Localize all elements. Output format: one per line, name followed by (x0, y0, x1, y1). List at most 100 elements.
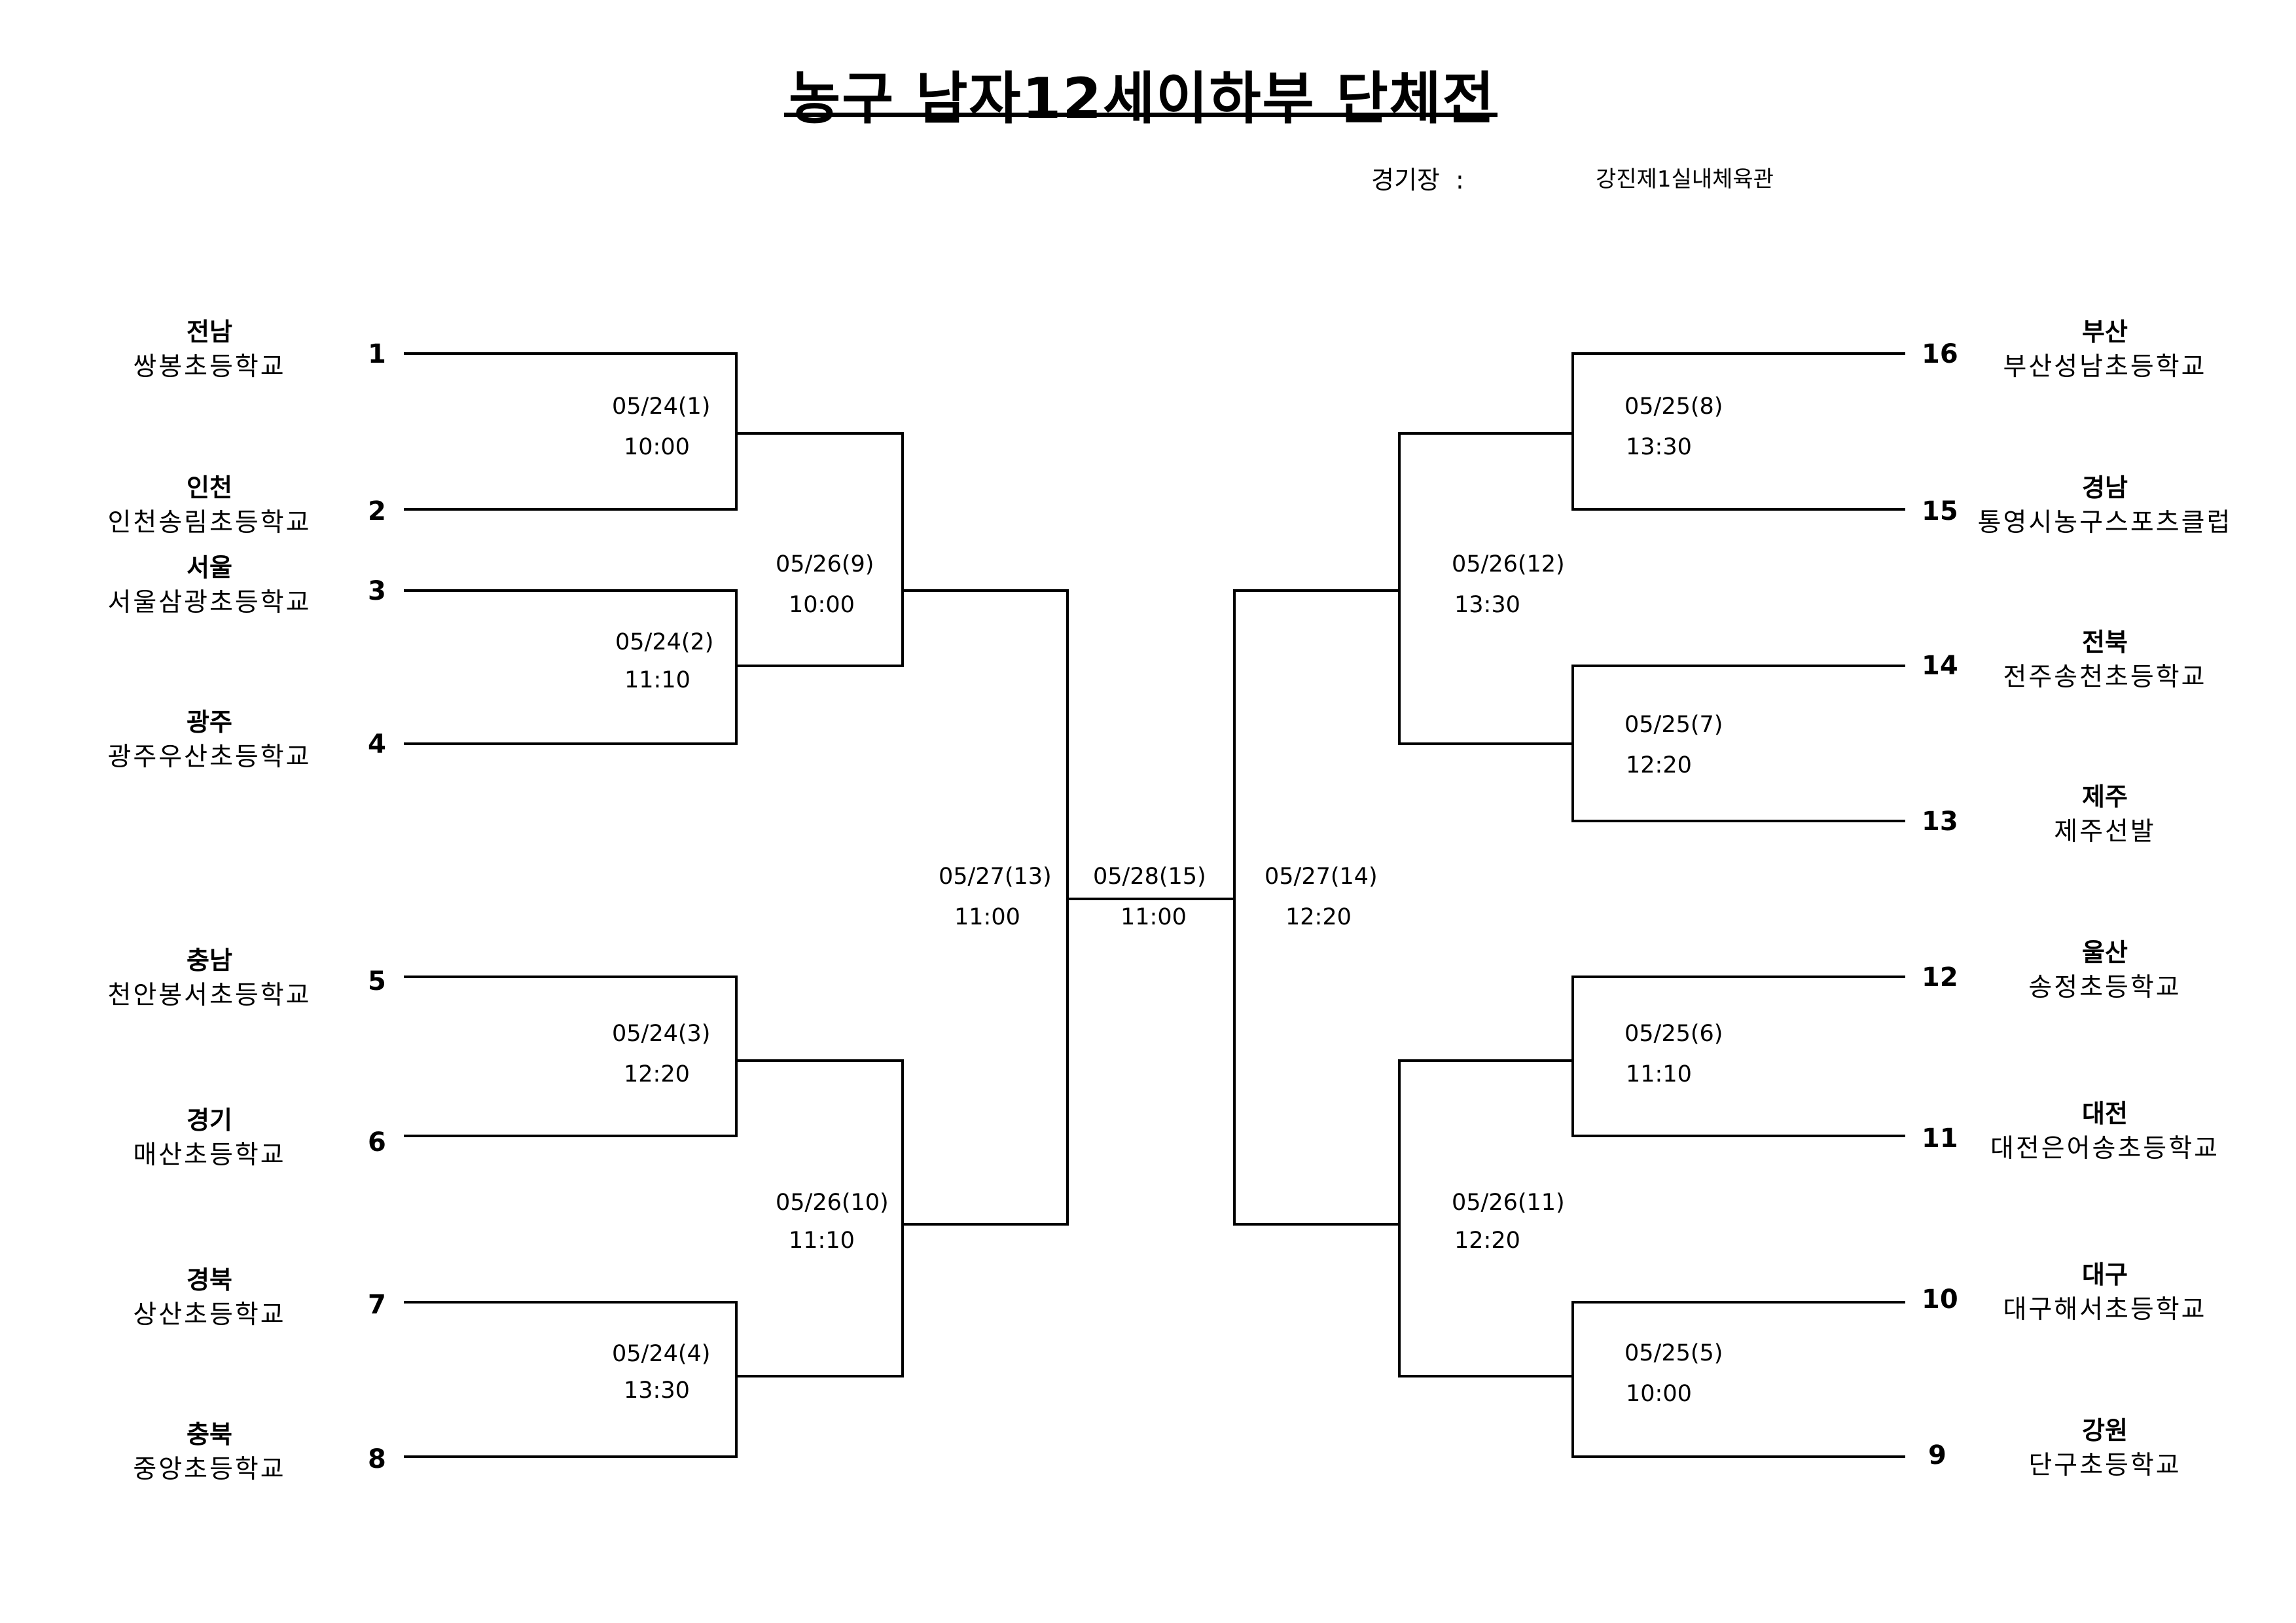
match-date: 05/26(10) (776, 1190, 889, 1216)
team-region: 충북 (187, 1420, 232, 1449)
seed-number: 3 (368, 576, 386, 606)
match-time: 12:20 (1626, 752, 1692, 778)
team-region: 인천 (187, 473, 232, 502)
team-entry: 서울 서울삼광초등학교 (59, 551, 360, 622)
team-school: 광주우산초등학교 (107, 742, 312, 772)
team-entry: 광주 광주우산초등학교 (59, 706, 360, 776)
bracket-line-m8 (1398, 352, 1905, 511)
team-region: 경남 (2082, 473, 2128, 502)
match-date: 05/24(4) (612, 1341, 711, 1367)
match-time: 13:30 (1626, 434, 1692, 460)
seed-number: 6 (368, 1127, 386, 1158)
match-date: 05/24(1) (612, 393, 711, 420)
team-region: 제주 (2082, 782, 2128, 811)
team-school: 상산초등학교 (133, 1300, 286, 1330)
team-school: 대구해서초등학교 (2003, 1295, 2207, 1324)
match-label-1: 05/24(1) 10:00 (612, 386, 710, 467)
match-time: 11:10 (624, 667, 691, 693)
seed-number: 13 (1922, 807, 1958, 837)
match-label-7: 05/25(7) 12:20 (1624, 704, 1723, 786)
team-region: 울산 (2082, 938, 2128, 967)
team-school: 천안봉서초등학교 (107, 981, 312, 1010)
seed-number: 12 (1922, 962, 1958, 993)
match-date: 05/27(14) (1265, 864, 1378, 890)
team-entry: 전북 전주송천초등학교 (1954, 626, 2255, 697)
match-time: 11:10 (1626, 1061, 1692, 1087)
match-label-10: 05/26(10) 11:10 (776, 1184, 889, 1260)
team-school: 쌍봉초등학교 (133, 352, 286, 382)
match-time: 13:30 (1454, 592, 1520, 618)
match-date: 05/26(9) (776, 551, 874, 577)
team-region: 서울 (187, 553, 232, 582)
team-school: 제주선발 (2054, 817, 2156, 847)
team-entry: 강원 단구초등학교 (1954, 1414, 2255, 1485)
team-region: 부산 (2082, 318, 2128, 346)
team-region: 대전 (2082, 1099, 2128, 1128)
match-date: 05/26(12) (1452, 551, 1565, 577)
team-entry: 대구 대구해서초등학교 (1954, 1258, 2255, 1329)
team-region: 강원 (2082, 1416, 2128, 1445)
match-date: 05/25(6) (1624, 1021, 1723, 1047)
match-date: 05/28(15) (1093, 864, 1206, 890)
match-time: 11:00 (1121, 904, 1187, 930)
match-label-6: 05/25(6) 11:10 (1624, 1013, 1723, 1095)
seed-number: 2 (368, 496, 386, 526)
match-label-2: 05/24(2) 11:10 (615, 623, 713, 699)
team-region: 대구 (2082, 1260, 2128, 1289)
match-label-5: 05/25(5) 10:00 (1624, 1333, 1723, 1414)
match-time: 10:00 (789, 592, 855, 618)
bracket-line-m10 (901, 1059, 1069, 1377)
bracket-line-m6 (1398, 976, 1905, 1137)
seed-number: 1 (368, 339, 386, 369)
team-entry: 부산 부산성남초등학교 (1954, 316, 2255, 386)
match-time: 13:30 (624, 1377, 690, 1404)
team-school: 부산성남초등학교 (2003, 352, 2207, 382)
seed-number: 15 (1922, 496, 1958, 526)
team-region: 충남 (187, 946, 232, 975)
seed-number: 4 (368, 729, 386, 759)
match-date: 05/26(11) (1452, 1190, 1565, 1216)
seed-number: 8 (368, 1444, 386, 1474)
match-date: 05/24(3) (612, 1021, 711, 1047)
team-school: 서울삼광초등학교 (107, 588, 312, 617)
match-time: 12:20 (1454, 1228, 1520, 1254)
seed-number: 5 (368, 966, 386, 996)
venue-value: 강진제1실내체육관 (1596, 166, 1774, 192)
match-time: 12:20 (624, 1061, 690, 1087)
seed-number: 10 (1922, 1285, 1958, 1315)
match-label-13: 05/27(13) 11:00 (939, 856, 1052, 938)
match-date: 05/27(13) (939, 864, 1052, 890)
match-time: 12:20 (1285, 904, 1352, 930)
team-school: 대전은어송초등학교 (1990, 1134, 2219, 1163)
match-date: 05/25(5) (1624, 1340, 1723, 1366)
seed-number: 14 (1922, 651, 1958, 681)
bracket-line-m1 (404, 352, 904, 511)
team-entry: 경남 통영시농구스포츠클럽 (1954, 471, 2255, 542)
bracket-line-m3 (404, 976, 904, 1137)
match-date: 05/25(7) (1624, 712, 1723, 738)
team-entry: 제주 제주선발 (1954, 780, 2255, 851)
match-label-11: 05/26(11) 12:20 (1452, 1184, 1565, 1260)
team-region: 경기 (187, 1106, 232, 1135)
team-entry: 충남 천안봉서초등학교 (59, 944, 360, 1015)
match-label-3: 05/24(3) 12:20 (612, 1013, 710, 1095)
bracket-line-m5 (1398, 1301, 1905, 1458)
title-underline (784, 113, 1498, 117)
team-entry: 울산 송정초등학교 (1954, 936, 2255, 1007)
team-region: 광주 (187, 708, 232, 737)
bracket-line-m2 (404, 589, 904, 745)
match-label-15: 05/28(15) 11:00 (1093, 856, 1206, 938)
team-region: 경북 (187, 1266, 232, 1294)
team-school: 송정초등학교 (2028, 973, 2181, 1002)
team-entry: 인천 인천송림초등학교 (59, 471, 360, 542)
page-title: 농구 남자12세이하부 단체전 (789, 66, 1496, 132)
seed-number: 7 (368, 1290, 386, 1320)
team-entry: 대전 대전은어송초등학교 (1954, 1097, 2255, 1168)
team-entry: 경기 매산초등학교 (59, 1104, 360, 1175)
seed-number: 16 (1922, 339, 1958, 369)
team-entry: 경북 상산초등학교 (59, 1264, 360, 1334)
team-region: 전북 (2082, 628, 2128, 657)
team-school: 중앙초등학교 (133, 1455, 286, 1484)
team-entry: 전남 쌍봉초등학교 (59, 316, 360, 386)
